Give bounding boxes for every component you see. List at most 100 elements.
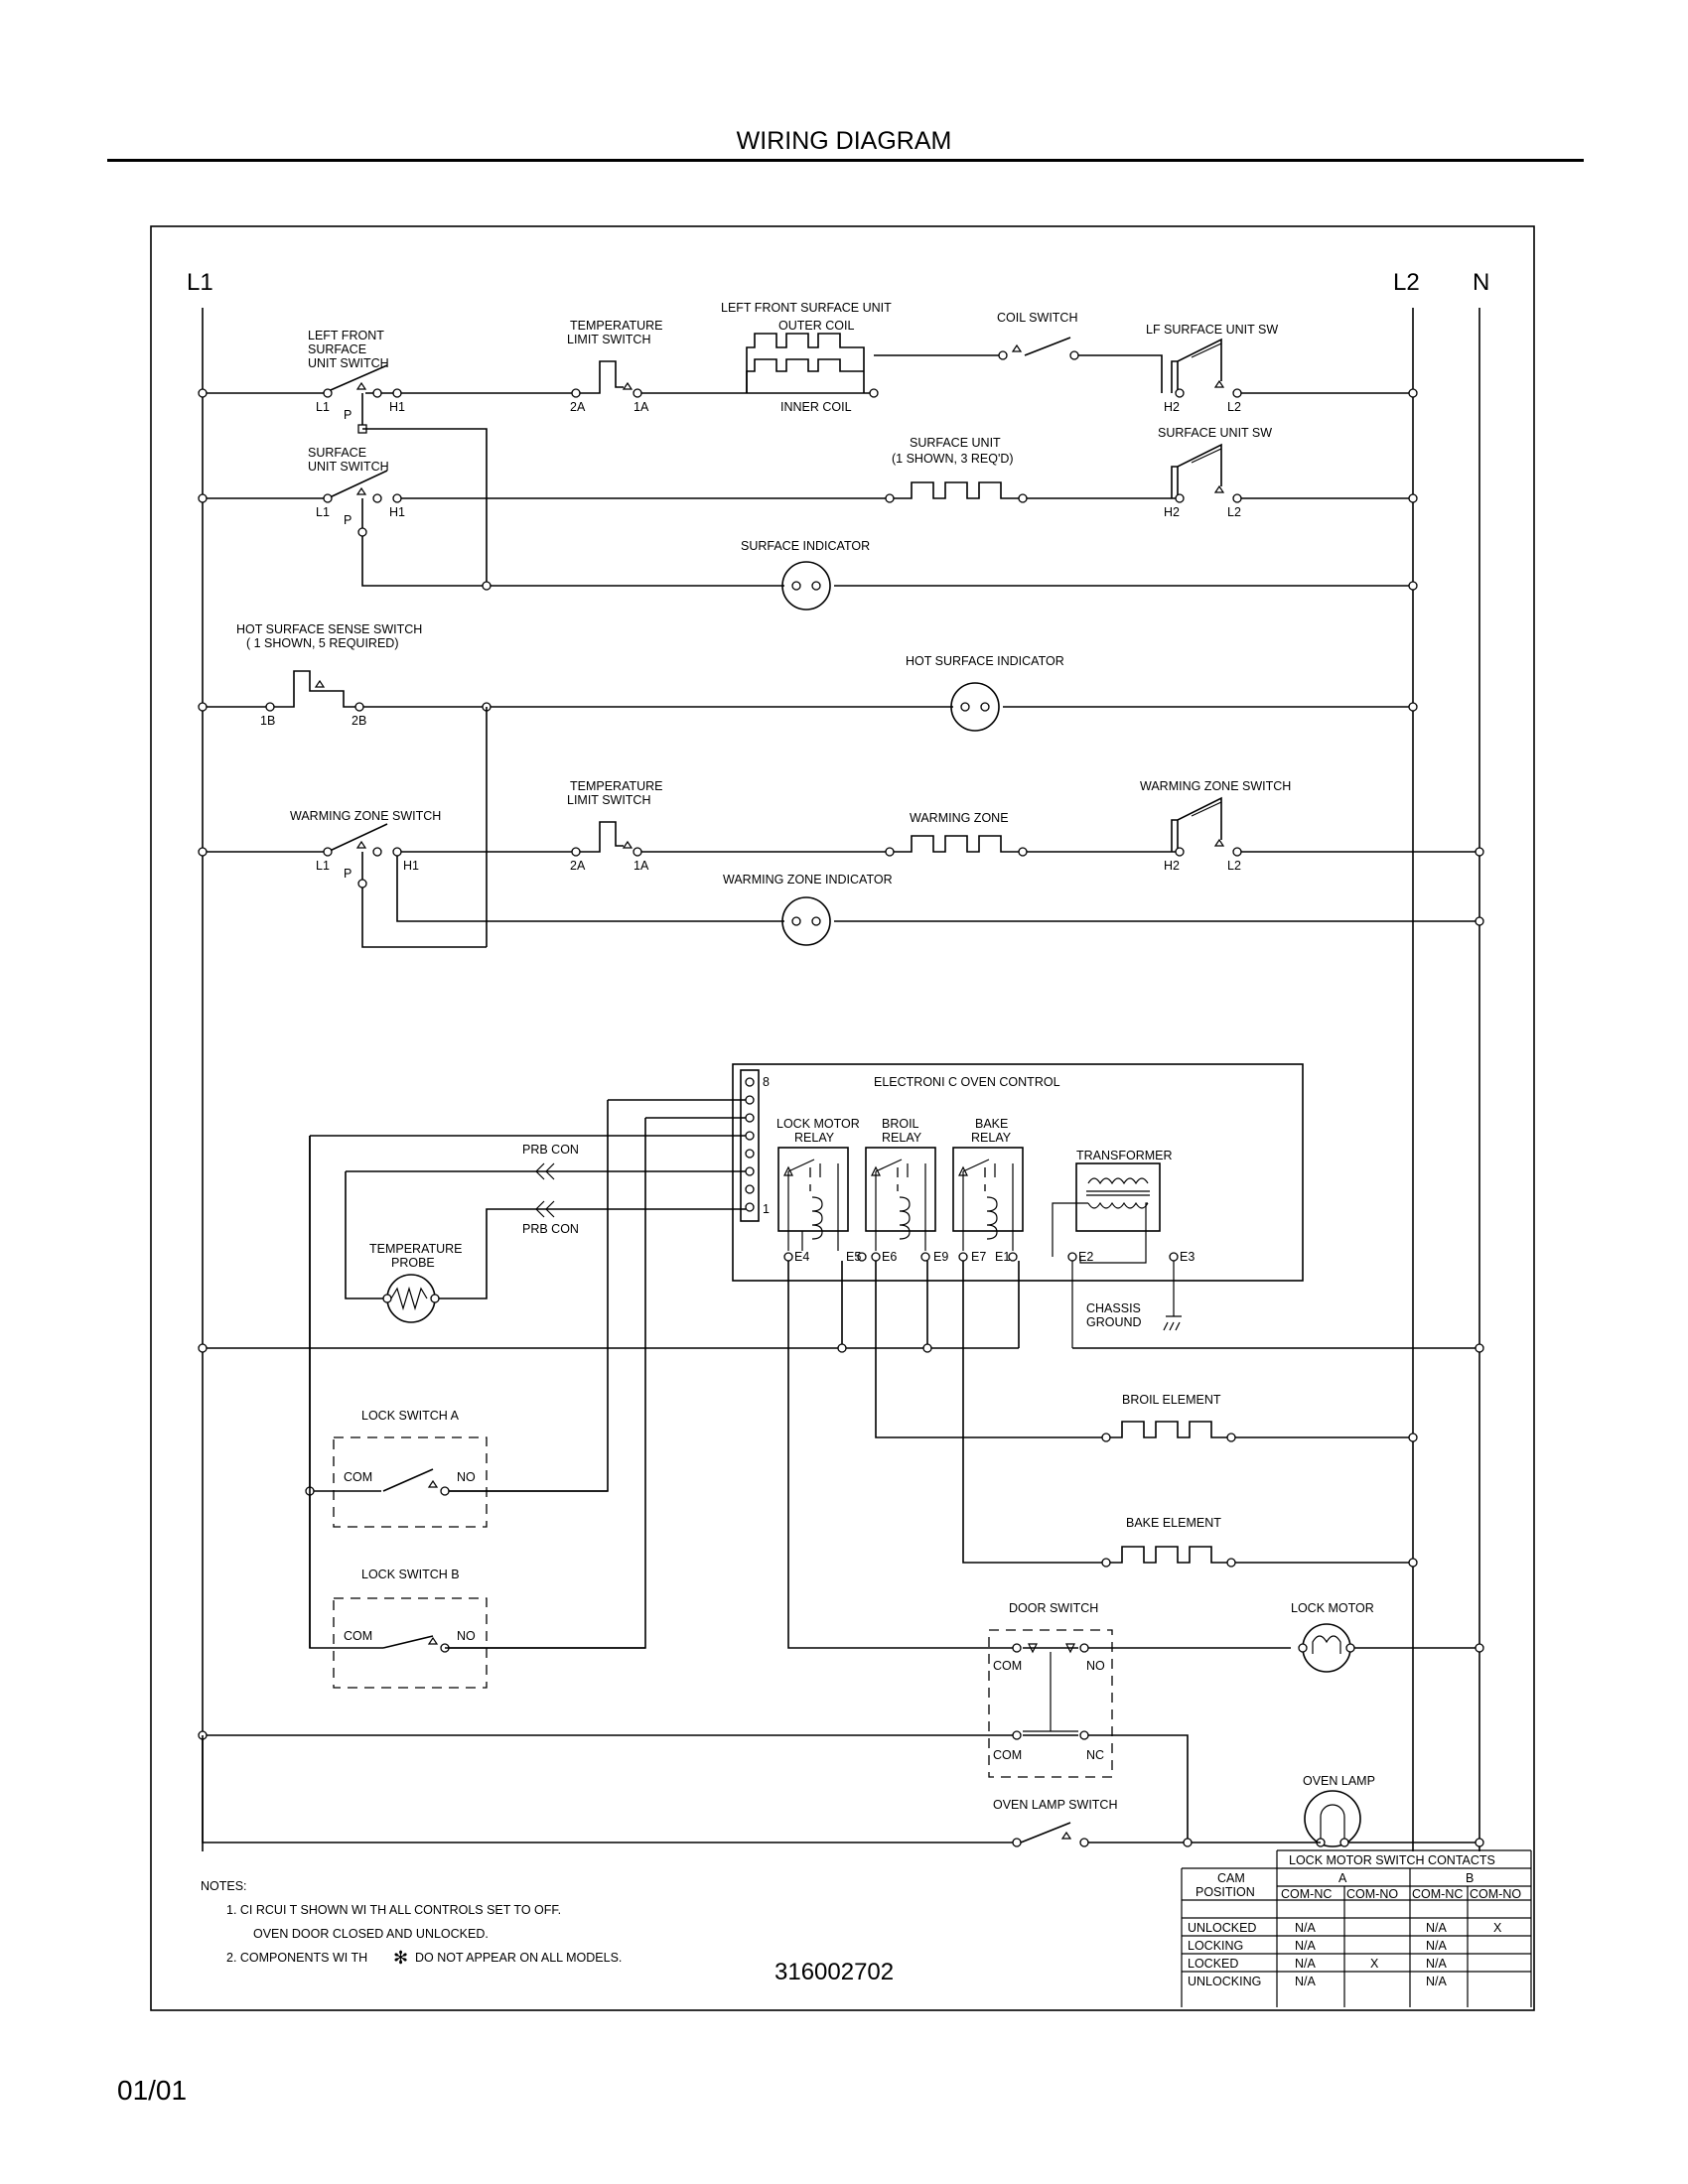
oven-lamp-switch-label: OVEN LAMP SWITCH xyxy=(993,1798,1117,1812)
prb-con-label-2: PRB CON xyxy=(522,1222,579,1236)
warming-indicator-label: WARMING ZONE INDICATOR xyxy=(723,873,893,887)
broil-relay-label-2: RELAY xyxy=(882,1131,922,1145)
lock-switches: LOCK SWITCH A COM NO LOCK SWITCH B COM N… xyxy=(305,1409,608,1689)
cam-row-2-c1: X xyxy=(1370,1957,1379,1971)
footer-date: 01/01 xyxy=(117,2075,188,2106)
warming-switch-label: WARMING ZONE SWITCH xyxy=(290,809,441,823)
tls2-term-2a: 2A xyxy=(570,859,586,873)
cam-row-1-pos: LOCKING xyxy=(1188,1939,1243,1953)
chassis-label-1: CHASSIS xyxy=(1086,1301,1141,1315)
term-e7: E7 xyxy=(971,1250,986,1264)
tls2-term-1a: 1A xyxy=(633,859,649,873)
circuit-warming-zone: WARMING ZONE SWITCH L1 P H1 WARMING ZONE… xyxy=(198,779,1484,948)
eoc-connector xyxy=(740,1069,760,1222)
warming-indicator-lamp xyxy=(781,896,831,946)
cam-row-0-c0: N/A xyxy=(1295,1921,1317,1935)
cam-table-title: LOCK MOTOR SWITCH CONTACTS xyxy=(1289,1853,1495,1867)
door-switch-and-lock-motor: DOOR SWITCH COM NO COM NC LOCK MOTOR xyxy=(198,1261,1484,1843)
page-title: WIRING DIAGRAM xyxy=(736,127,952,155)
chassis-label-2: GROUND xyxy=(1086,1315,1142,1329)
lock-b-no: NO xyxy=(457,1629,476,1643)
surface-unit-sw-label: SURFACE UNIT SW xyxy=(1158,426,1272,440)
bake-element-label: BAKE ELEMENT xyxy=(1126,1516,1221,1530)
cam-sub-1: COM-NO xyxy=(1346,1887,1398,1901)
lock-switch-a-label: LOCK SWITCH A xyxy=(361,1409,460,1423)
lf-sw-term-h2: H2 xyxy=(1164,400,1180,414)
chassis-ground: CHASSIS GROUND xyxy=(1071,1261,1182,1348)
warming-term-l1: L1 xyxy=(316,859,330,873)
temp-limit2-label-1: TEMPERATURE xyxy=(570,779,663,793)
lf-unit-label-1: LEFT FRONT SURFACE UNIT xyxy=(721,301,892,315)
prb-con-label-1: PRB CON xyxy=(522,1143,579,1157)
temp-limit-label-2: LIMIT SWITCH xyxy=(567,333,651,346)
circuit-surface-indicator: SURFACE INDICATOR xyxy=(361,536,1418,611)
cam-row-0-c2: N/A xyxy=(1426,1921,1448,1935)
surface-indicator-label: SURFACE INDICATOR xyxy=(741,539,870,553)
warming-term-p: P xyxy=(344,867,352,881)
lf-unit-label-2: OUTER COIL xyxy=(778,319,854,333)
cam-row-1-c0: N/A xyxy=(1295,1939,1317,1953)
rail-l2-label: L2 xyxy=(1393,269,1420,296)
bus-1358 xyxy=(198,1261,1484,1353)
oven-lamp-label: OVEN LAMP xyxy=(1303,1774,1375,1788)
circuit-left-front-surface: LEFT FRONT SURFACE UNIT SWITCH L1 P H1 T… xyxy=(198,301,1418,586)
eoc-label: ELECTRONI C OVEN CONTROL xyxy=(874,1075,1060,1089)
oven-lamp-circuit: OVEN LAMP OVEN LAMP SWITCH xyxy=(202,1735,1484,1847)
temperature-probe xyxy=(386,1274,436,1323)
bake-relay-label-2: RELAY xyxy=(971,1131,1012,1145)
lock-motor-relay xyxy=(777,1147,849,1232)
lf-term-l1: L1 xyxy=(316,400,330,414)
note-2-star: ✻ xyxy=(393,1948,408,1968)
tls1-term-2a: 2A xyxy=(570,400,586,414)
pin-8-label: 8 xyxy=(763,1075,770,1089)
surface-switch-label-1: SURFACE xyxy=(308,446,366,460)
broil-relay xyxy=(865,1147,936,1232)
door-switch-label: DOOR SWITCH xyxy=(1009,1601,1098,1615)
surface-term-p: P xyxy=(344,513,352,527)
lock-relay-label-2: RELAY xyxy=(794,1131,835,1145)
diagram-frame xyxy=(150,225,1535,2011)
temp-limit2-label-2: LIMIT SWITCH xyxy=(567,793,651,807)
term-e4: E4 xyxy=(794,1250,809,1264)
lock-switch-a xyxy=(333,1436,488,1528)
door-com-1: COM xyxy=(993,1659,1022,1673)
cam-group-b: B xyxy=(1466,1871,1474,1885)
term-e5: E5 xyxy=(846,1250,861,1264)
lock-motor-label: LOCK MOTOR xyxy=(1291,1601,1374,1615)
lock-motor xyxy=(1302,1623,1351,1673)
circuit-hot-surface: HOT SURFACE SENSE SWITCH ( 1 SHOWN, 5 RE… xyxy=(198,622,1418,947)
hot-term-2b: 2B xyxy=(352,714,366,728)
title-rule xyxy=(107,159,1584,162)
door-nc: NC xyxy=(1086,1748,1104,1762)
rail-n-label: N xyxy=(1473,269,1489,296)
circuit-surface-unit: SURFACE UNIT SWITCH L1 P H1 SURFACE UNIT… xyxy=(198,426,1418,537)
hot-sense-label-1: HOT SURFACE SENSE SWITCH xyxy=(236,622,422,636)
coil-switch-label: COIL SWITCH xyxy=(997,311,1077,325)
surface-term-h1: H1 xyxy=(389,505,405,519)
oven-elements: BROIL ELEMENT BAKE ELEMENT xyxy=(875,1261,1418,1568)
electronic-oven-control: ELECTRONI C OVEN CONTROL 8 1 LOCK MOTOR … xyxy=(732,1063,1304,1282)
term-e2: E2 xyxy=(1078,1250,1093,1264)
transformer xyxy=(1075,1162,1161,1232)
cam-position-1: CAM xyxy=(1217,1871,1245,1885)
temp-probe-label-1: TEMPERATURE xyxy=(369,1242,463,1256)
cam-row-0-pos: UNLOCKED xyxy=(1188,1921,1256,1935)
oven-lamp xyxy=(1304,1790,1361,1847)
surface-indicator-lamp xyxy=(781,561,831,611)
warming-term-h1: H1 xyxy=(403,859,419,873)
lf-term-p: P xyxy=(344,408,352,422)
note-1: 1. CI RCUI T SHOWN WI TH ALL CONTROLS SE… xyxy=(226,1903,561,1917)
hot-sense-label-2: ( 1 SHOWN, 5 REQUIRED) xyxy=(246,636,399,650)
lf-term-h1: H1 xyxy=(389,400,405,414)
lf-switch-label-2: SURFACE xyxy=(308,342,366,356)
notes: NOTES: 1. CI RCUI T SHOWN WI TH ALL CONT… xyxy=(201,1879,622,1968)
tls1-term-1a: 1A xyxy=(633,400,649,414)
cam-row-1-c2: N/A xyxy=(1426,1939,1448,1953)
rails: L1 L2 N xyxy=(187,269,1489,1851)
lock-a-com: COM xyxy=(344,1470,372,1484)
temp-probe-label-2: PROBE xyxy=(391,1256,435,1270)
lf-sw-term-l2: L2 xyxy=(1227,400,1241,414)
term-e6: E6 xyxy=(882,1250,897,1264)
hot-term-1b: 1B xyxy=(260,714,275,728)
cam-row-2-c2: N/A xyxy=(1426,1957,1448,1971)
